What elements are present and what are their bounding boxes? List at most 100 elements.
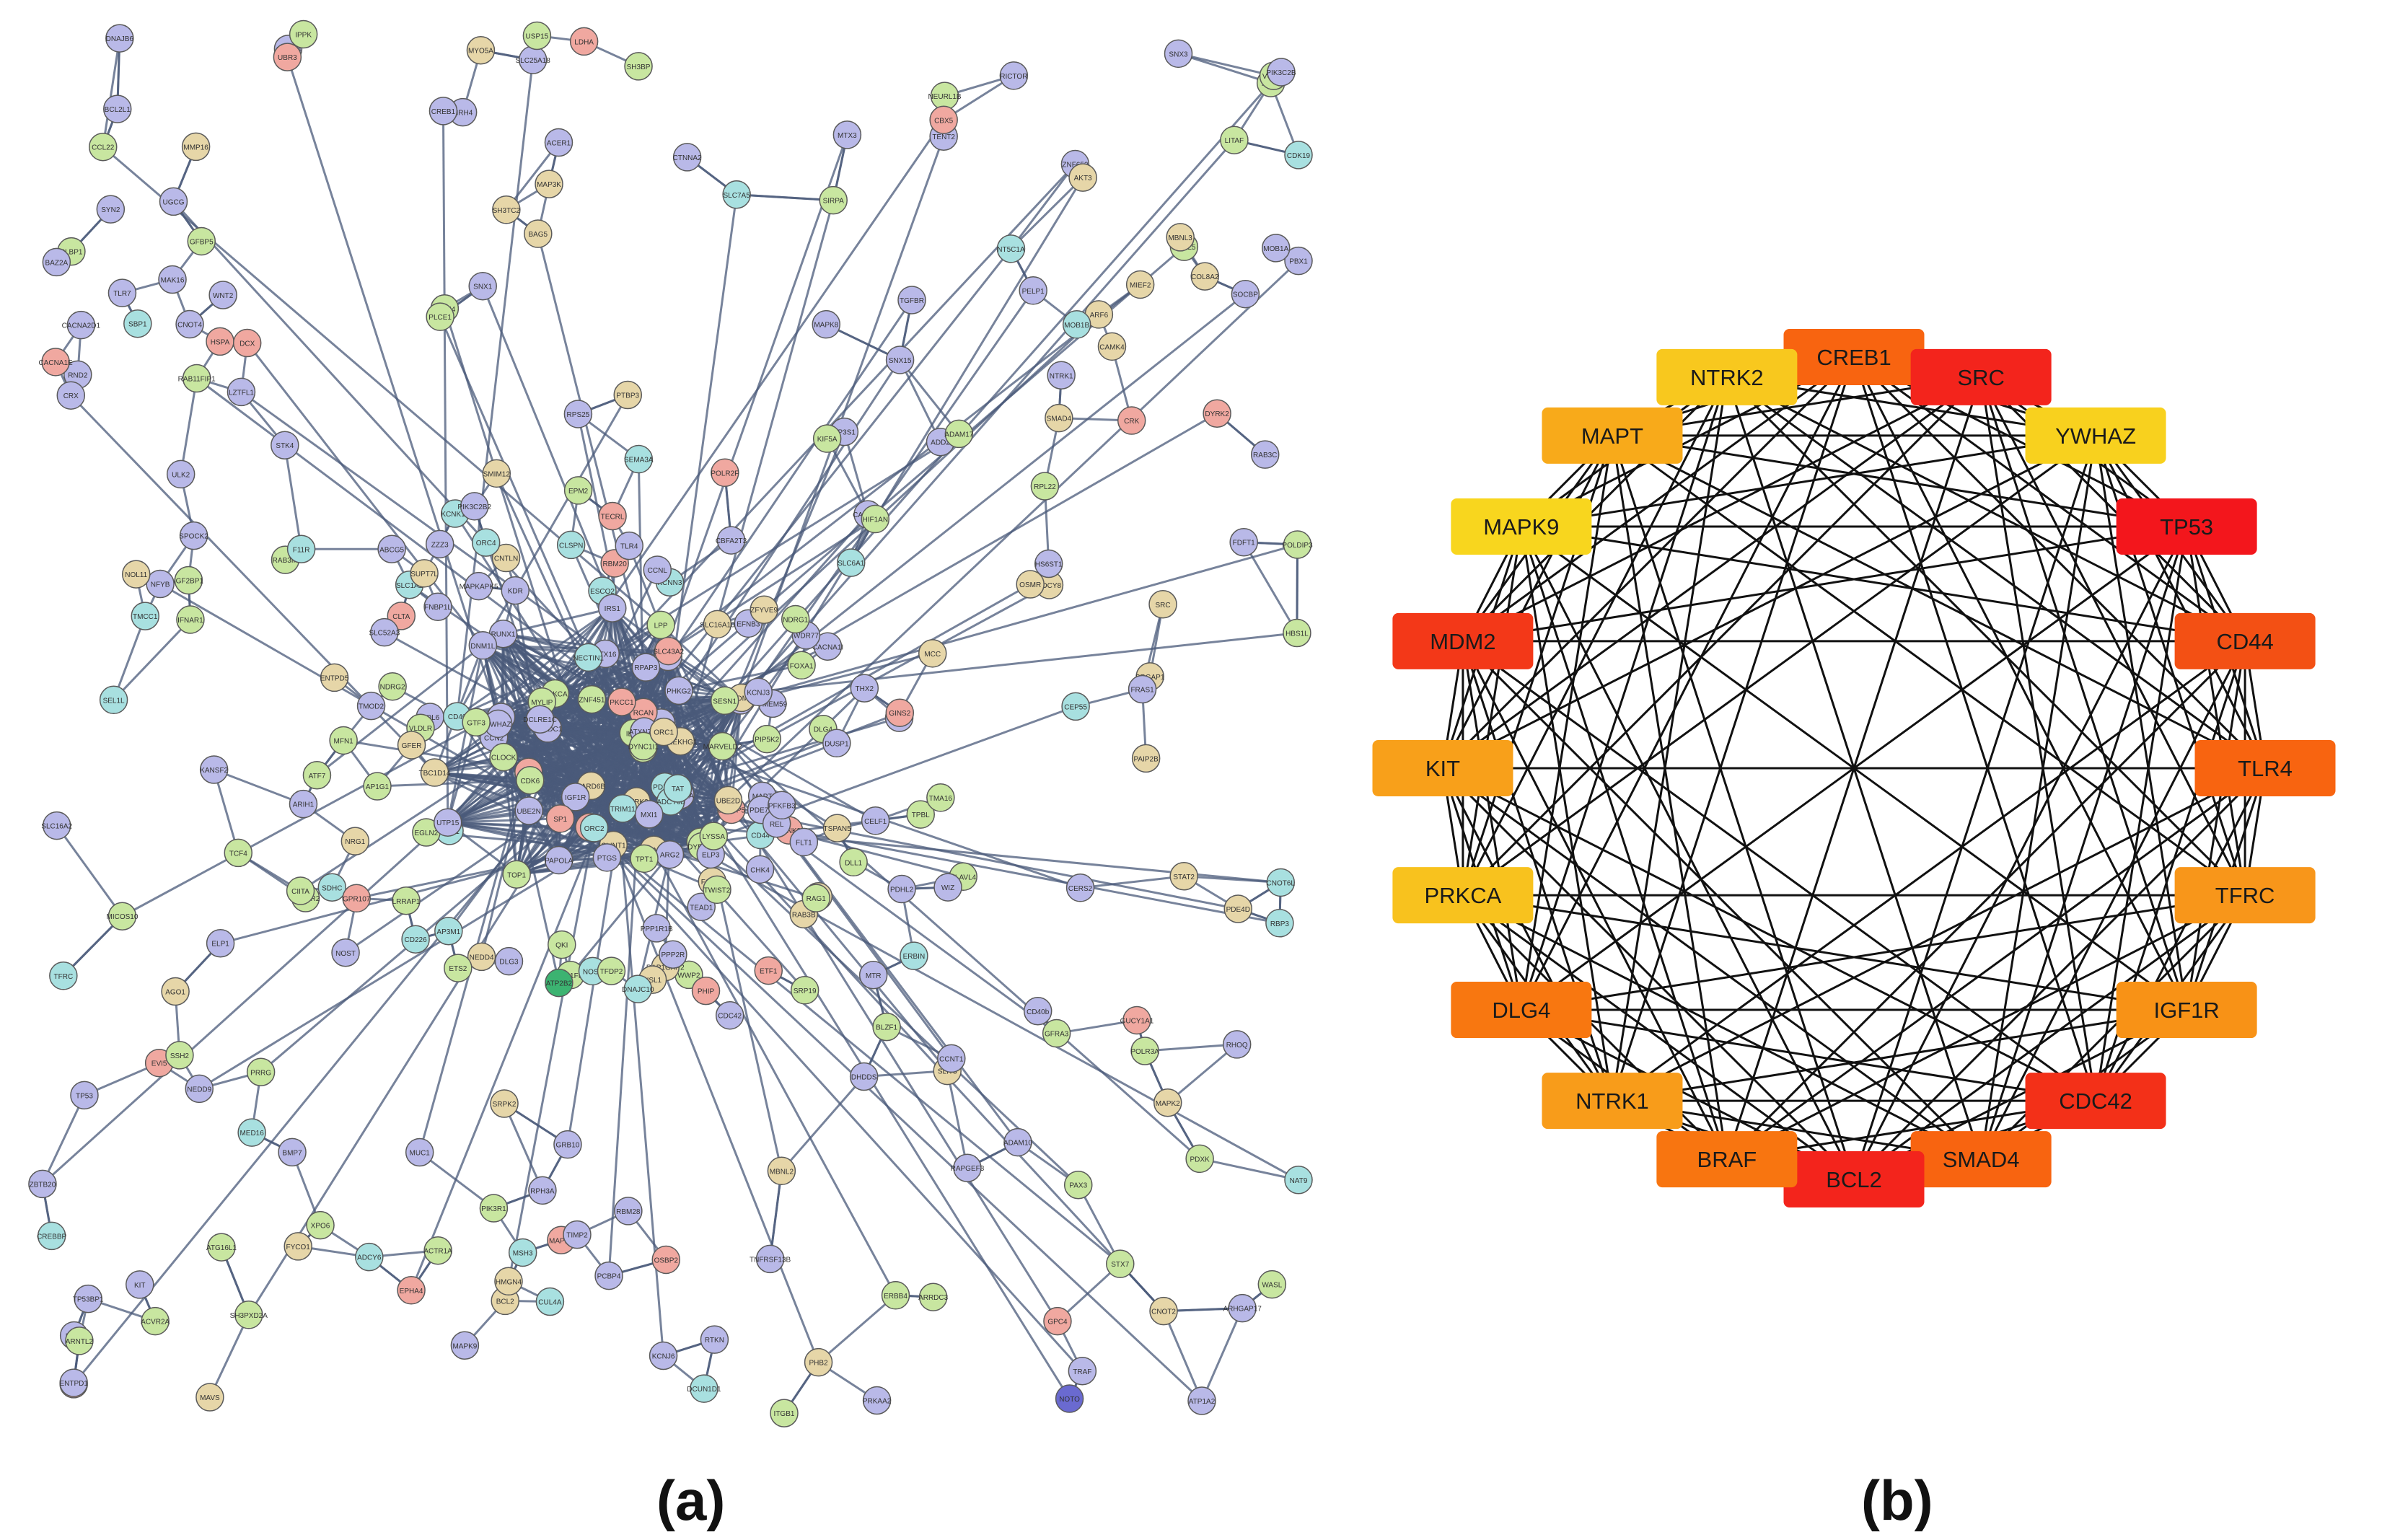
network-node-pelp1: PELP1 — [1019, 276, 1047, 305]
network-node-circle — [489, 742, 518, 772]
network-node-circle — [479, 1194, 509, 1223]
network-node-label: RAB3C — [1253, 452, 1277, 459]
network-node-epm2: EPM2 — [563, 476, 593, 505]
network-node-circle — [861, 504, 890, 534]
network-node-label: HMGN4 — [496, 1278, 522, 1286]
network-node-pbx1: PBX1 — [1284, 246, 1313, 276]
network-node-kdr: KDR — [501, 576, 530, 605]
network-node-poldip3: POLDIP3 — [1282, 530, 1313, 559]
hub-edge — [1853, 767, 2267, 1181]
network-node-circle — [937, 1044, 966, 1073]
hub-node-label: CDC42 — [2059, 1088, 2132, 1114]
network-node-label: PLCE1 — [429, 314, 452, 322]
network-node-fnbp1l: FNBP1L — [423, 592, 452, 621]
network-node-label: FOXA1 — [790, 662, 814, 670]
network-node-label: PDE7B — [750, 807, 773, 815]
network-node-ssh2: SSH2 — [165, 1041, 194, 1070]
network-node-label: TNFRSF13B — [750, 1256, 791, 1264]
network-node-qki: QKI — [548, 930, 576, 959]
hub-node-igf1r: IGF1R — [2116, 982, 2257, 1039]
network-node-bcl2l1: BCL2L1 — [103, 94, 132, 123]
network-node-label: BCL2L1 — [105, 106, 131, 114]
network-node-circle — [1122, 1006, 1151, 1035]
network-node-label: COL8A2 — [1191, 273, 1219, 281]
network-node-gfra3: GFRA3 — [1042, 1018, 1071, 1048]
network-node-circle — [953, 1153, 982, 1182]
network-node-ndrg1: NDRG1 — [781, 604, 810, 634]
hub-edge — [1611, 435, 1855, 1180]
hub-node-dlg4: DLG4 — [1451, 982, 1592, 1039]
network-node-label: MYLIP — [531, 699, 553, 707]
network-node-label: RICTOR — [1000, 73, 1027, 81]
network-edge — [1080, 875, 1185, 889]
network-node-circle — [553, 1130, 582, 1159]
network-edge — [180, 378, 198, 475]
network-node-sema3a: SEMA3A — [624, 444, 654, 474]
network-node-map3k: MAP3K — [535, 170, 563, 198]
network-node-circle — [545, 968, 573, 998]
network-node-pik3c2b: PIK3C2B — [1266, 58, 1296, 87]
network-node-circle — [1231, 279, 1260, 309]
network-node-label: PIK3R1 — [481, 1205, 506, 1213]
network-edge — [113, 618, 192, 701]
network-node-ndrg2: NDRG2 — [378, 672, 407, 701]
network-node-label: SLC7A5 — [724, 192, 751, 200]
network-node-gins2: GINS2 — [885, 698, 915, 727]
network-node-bag5: BAG5 — [524, 219, 553, 248]
network-node-label: ELAVL4 — [950, 874, 976, 881]
network-node-label: MAP3K — [537, 181, 561, 189]
network-node-atf7: ATF7 — [302, 761, 332, 790]
hub-node-box — [1392, 612, 1534, 669]
panel-b-label: (b) — [1861, 1469, 1933, 1532]
network-node-label: DCX — [239, 340, 255, 348]
network-node-circle — [444, 954, 473, 982]
network-node-label: GPC4 — [1047, 1319, 1068, 1326]
network-node-erbin: ERBIN — [900, 941, 928, 970]
network-node-circle — [434, 917, 463, 946]
network-node-label: ARRDC3 — [918, 1294, 949, 1302]
network-node-label: EPHA4 — [400, 1288, 423, 1295]
network-node-cdk19: CDK19 — [1284, 141, 1313, 170]
network-node-circle — [356, 691, 386, 721]
network-node-label: TMEM59 — [758, 700, 788, 708]
network-node-src: SRC — [1148, 590, 1177, 619]
network-node-msh3: MSH3 — [508, 1238, 537, 1267]
network-node-ap3m1: AP3M1 — [434, 917, 463, 946]
network-node-label: STX16 — [594, 651, 617, 659]
network-node-plce1: PLCE1 — [426, 302, 454, 331]
network-node-ctnna2: CTNNA2 — [673, 143, 702, 172]
network-node-label: CNOT2 — [1151, 1308, 1176, 1316]
network-node-label: EFNB3 — [737, 620, 760, 628]
network-node-circle — [528, 1176, 557, 1205]
network-node-label: ARHGAP17 — [1223, 1306, 1262, 1314]
network-node-label: CNOT4 — [177, 322, 202, 330]
network-node-circle — [624, 52, 653, 81]
network-node-label: HSPA — [211, 338, 230, 346]
network-node-circle — [502, 860, 531, 889]
network-edge — [1199, 1157, 1299, 1182]
network-node-circle — [822, 729, 851, 758]
network-node-atp2b2: ATP2B2 — [545, 968, 573, 998]
network-node-label: TWIST2 — [704, 886, 731, 894]
network-node-celf1: CELF1 — [861, 806, 890, 835]
network-node-grb10: GRB10 — [553, 1130, 582, 1159]
network-node-tbc1d14: TBC1D14 — [419, 758, 451, 787]
network-node-stx7: STX7 — [1106, 1249, 1135, 1278]
network-node-circle — [1153, 1088, 1182, 1117]
hub-node-label: DLG4 — [1492, 998, 1550, 1023]
network-node-circle — [832, 120, 862, 149]
network-node-label: XPO6 — [311, 1223, 330, 1231]
network-node-label: KANSF2 — [200, 767, 228, 775]
network-node-arhgap17: ARHGAP17 — [1223, 1293, 1262, 1323]
network-node-circle — [1284, 246, 1313, 276]
network-node-circle — [1262, 234, 1291, 263]
network-node-circle — [199, 755, 229, 784]
network-node-circle — [1266, 868, 1296, 897]
network-node-circle — [508, 1238, 537, 1267]
network-node-label: EPM2 — [568, 488, 589, 496]
network-node-label: SH3PXD2A — [230, 1312, 268, 1320]
network-node-cacna1e: CACNA1E — [38, 348, 73, 377]
network-node-stk4: STK4 — [271, 431, 299, 459]
network-edge — [456, 59, 535, 717]
network-node-snx3: SNX3 — [1164, 39, 1193, 69]
